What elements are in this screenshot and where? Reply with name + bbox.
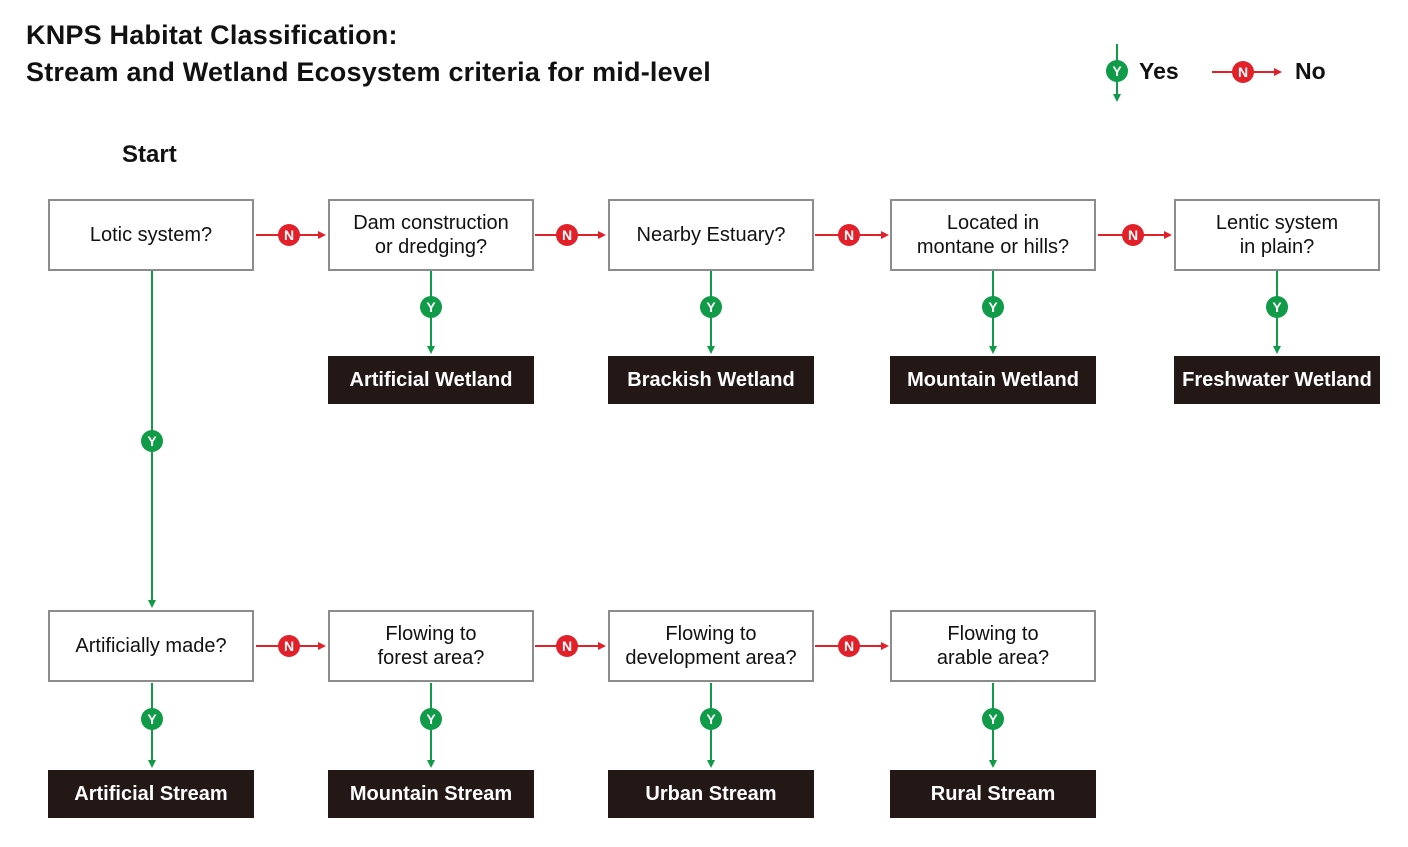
yes-arrow-artificial-to-artificial-stream: Y — [141, 683, 163, 768]
question-artificially-made: Artificially made? — [48, 610, 254, 682]
question-montane-hills: Located in montane or hills? — [890, 199, 1096, 271]
question-development-area: Flowing to development area? — [608, 610, 814, 682]
outcome-mountain-stream: Mountain Stream — [328, 770, 534, 818]
outcome-urban-stream: Urban Stream — [608, 770, 814, 818]
svg-text:N: N — [844, 227, 854, 243]
question-arable-area: Flowing to arable area? — [890, 610, 1096, 682]
question-forest-area: Flowing to forest area? — [328, 610, 534, 682]
no-arrow-estuary-to-montane: N — [815, 224, 889, 246]
question-nearby-estuary: Nearby Estuary? — [608, 199, 814, 271]
legend-no-marker: N — [1238, 64, 1248, 80]
outcome-brackish-wetland: Brackish Wetland — [608, 356, 814, 404]
no-arrow-dam-to-estuary: N — [535, 224, 606, 246]
outcome-artificial-wetland: Artificial Wetland — [328, 356, 534, 404]
svg-text:N: N — [284, 227, 294, 243]
svg-text:N: N — [1128, 227, 1138, 243]
legend-no-label: No — [1295, 58, 1326, 84]
outcome-rural-stream: Rural Stream — [890, 770, 1096, 818]
question-dam-construction: Dam construction or dredging? — [328, 199, 534, 271]
svg-text:Y: Y — [426, 299, 436, 315]
svg-text:Y: Y — [147, 711, 157, 727]
legend-yes-label: Yes — [1139, 58, 1179, 84]
svg-text:N: N — [844, 638, 854, 654]
svg-text:Y: Y — [988, 299, 998, 315]
svg-text:Y: Y — [1272, 299, 1282, 315]
yes-arrow-lotic-to-artificial: Y — [141, 271, 163, 608]
page-title-line-2: Stream and Wetland Ecosystem criteria fo… — [26, 57, 711, 87]
outcome-mountain-wetland: Mountain Wetland — [890, 356, 1096, 404]
page-title-line-1: KNPS Habitat Classification: — [26, 20, 398, 50]
legend-yes-badge — [1106, 60, 1128, 82]
no-arrow-artificial-to-forest: N — [256, 635, 326, 657]
yes-arrow-arable-to-rural-stream: Y — [982, 683, 1004, 768]
yes-arrow-development-to-urban-stream: Y — [700, 683, 722, 768]
yes-arrow-montane-to-mountain-wetland: Y — [982, 271, 1004, 354]
legend-yes-symbol: Y — [1106, 44, 1128, 102]
legend-yes-marker: Y — [1112, 63, 1122, 79]
legend-no-symbol: N — [1212, 61, 1282, 83]
outcome-artificial-stream: Artificial Stream — [48, 770, 254, 818]
svg-text:N: N — [284, 638, 294, 654]
svg-text:Y: Y — [988, 711, 998, 727]
svg-text:N: N — [562, 227, 572, 243]
start-label: Start — [122, 141, 177, 168]
yes-arrow-dam-to-artificial-wetland: Y — [420, 271, 442, 354]
svg-text:N: N — [562, 638, 572, 654]
svg-text:Y: Y — [426, 711, 436, 727]
question-lentic-system: Lentic system in plain? — [1174, 199, 1380, 271]
yes-arrow-forest-to-mountain-stream: Y — [420, 683, 442, 768]
svg-text:Y: Y — [706, 711, 716, 727]
legend-no-badge — [1232, 61, 1254, 83]
question-lotic-system: Lotic system? — [48, 199, 254, 271]
no-arrow-development-to-arable: N — [815, 635, 889, 657]
no-arrow-lotic-to-dam: N — [256, 224, 326, 246]
no-arrow-montane-to-lentic: N — [1098, 224, 1172, 246]
outcome-freshwater-wetland: Freshwater Wetland — [1174, 356, 1380, 404]
yes-arrow-lentic-to-freshwater-wetland: Y — [1266, 271, 1288, 354]
no-arrow-forest-to-development: N — [535, 635, 606, 657]
yes-arrow-estuary-to-brackish-wetland: Y — [700, 271, 722, 354]
svg-text:Y: Y — [706, 299, 716, 315]
svg-text:Y: Y — [147, 433, 157, 449]
